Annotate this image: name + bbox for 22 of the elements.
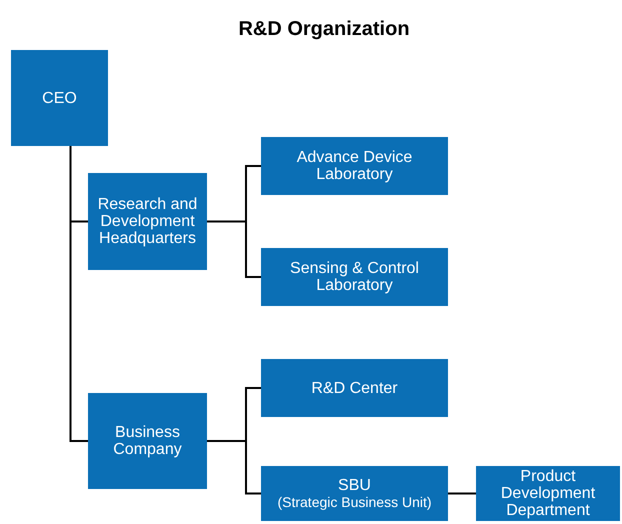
box-label: Advance Device Laboratory bbox=[296, 149, 414, 183]
box-label: R&D Center bbox=[311, 380, 398, 396]
connector-line bbox=[207, 220, 261, 278]
box-label: Product Development Department bbox=[500, 468, 596, 519]
org-box bbox=[88, 393, 207, 489]
box-label: SBU bbox=[338, 477, 371, 494]
connector-line bbox=[207, 440, 261, 494]
box-label: Research and Development Headquarters bbox=[96, 196, 198, 247]
org-box bbox=[11, 50, 108, 146]
org-box bbox=[261, 137, 448, 195]
org-box bbox=[261, 248, 448, 306]
diagram-title: R&D Organization bbox=[237, 17, 411, 42]
box-sublabel: (Strategic Business Unit) bbox=[277, 494, 432, 510]
connector-line bbox=[448, 492, 476, 494]
org-box bbox=[261, 359, 448, 417]
box-label: Sensing & Control Laboratory bbox=[289, 260, 420, 294]
connector-line bbox=[70, 146, 88, 442]
box-label: CEO bbox=[42, 90, 77, 106]
org-box bbox=[88, 173, 207, 270]
org-box bbox=[476, 466, 620, 521]
org-box bbox=[261, 466, 448, 521]
box-label: Business Company bbox=[112, 424, 183, 458]
